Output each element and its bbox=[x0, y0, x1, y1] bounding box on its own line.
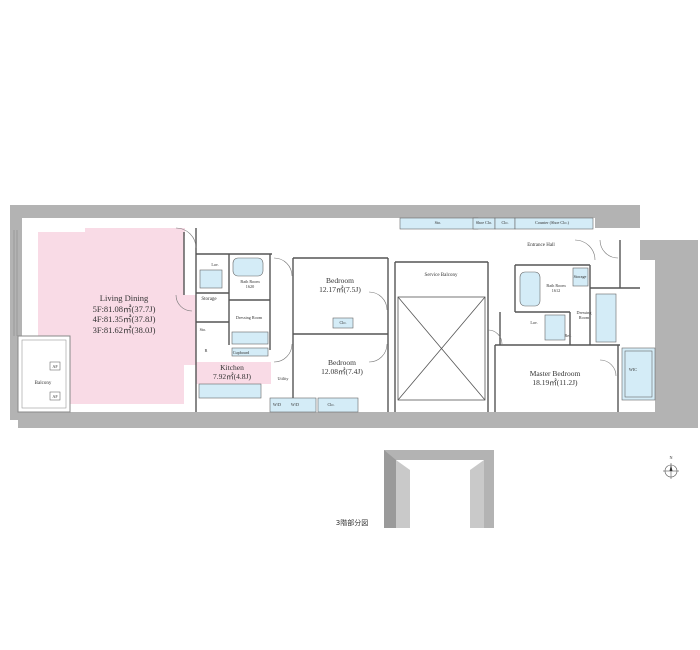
shoe-row-sto-label: Sto. bbox=[434, 220, 442, 225]
shoe-closet-row bbox=[399, 217, 594, 230]
bedroom2-title: Bedroom bbox=[328, 358, 356, 367]
storage-right-label: Storage bbox=[573, 274, 587, 279]
door-swings bbox=[175, 227, 619, 377]
floor-3f-partial bbox=[384, 450, 494, 528]
wic-label: WIC bbox=[628, 367, 638, 372]
storage-left-label: Storage bbox=[201, 297, 217, 302]
cupboard-label: Cupboard bbox=[232, 350, 250, 355]
kitchen-label: Kitchen 7.92㎡(4.8J) bbox=[213, 363, 251, 382]
fridge-label: Ref. bbox=[564, 333, 572, 338]
lav-left-label: Lav. bbox=[211, 262, 219, 267]
balcony bbox=[17, 335, 71, 413]
balcony-label: Balcony bbox=[34, 381, 52, 386]
living-dining-title: Living Dining bbox=[99, 293, 149, 303]
wd-1-label: W/D bbox=[272, 402, 282, 407]
bedroom2-label: Bedroom 12.08㎡(7.4J) bbox=[321, 358, 363, 377]
interior-walls bbox=[183, 228, 640, 412]
master-bedroom-title: Master Bedroom bbox=[529, 369, 581, 378]
living-dining-area-5f: 5F:81.08㎡(37.7J) bbox=[92, 303, 156, 314]
fixtures bbox=[198, 257, 656, 413]
entrance-hall-label: Entrance Hall bbox=[527, 243, 555, 248]
bath-right-size: 1612 bbox=[551, 288, 561, 294]
bedroom1-label: Bedroom 12.17㎡(7.5J) bbox=[319, 276, 361, 295]
kitchen-area bbox=[196, 362, 271, 384]
clo-bed2-label: Clo. bbox=[327, 402, 335, 407]
bedroom1-title: Bedroom bbox=[326, 276, 354, 285]
compass-label: N bbox=[669, 455, 673, 460]
lav-right-label: Lav. bbox=[530, 320, 538, 325]
bath-left-title: Bath Room bbox=[240, 279, 260, 284]
bath-left-size: 1620 bbox=[245, 284, 255, 290]
kitchen-area-text: 7.92㎡(4.8J) bbox=[213, 372, 251, 382]
bedroom2-area: 12.08㎡(7.4J) bbox=[321, 367, 363, 377]
master-bedroom-area: 18.19㎡(11.2J) bbox=[532, 378, 578, 388]
shoe-row-counter-label: Counter (Shoe Clo.) bbox=[535, 220, 569, 225]
dressing-left-label: Dressing Room bbox=[235, 315, 263, 320]
af-1-label: AF bbox=[52, 364, 58, 369]
wd-2-label: W/D bbox=[290, 402, 300, 407]
service-balcony-label: Service Balcony bbox=[424, 273, 458, 278]
shoe-row-clo-label: Clo. bbox=[501, 220, 509, 225]
living-dining-area-4f: 4F:81.35㎡(37.8J) bbox=[92, 314, 156, 325]
compass-icon bbox=[663, 463, 679, 479]
r-mark-label: R bbox=[204, 348, 208, 353]
bath-right-title: Bath Room bbox=[546, 283, 566, 288]
utility-label: Utility bbox=[277, 376, 289, 381]
bath-right-label: Bath Room 1612 bbox=[546, 283, 565, 294]
shoe-row-shoe-clo-label: Shoe Clo. bbox=[475, 220, 493, 225]
caption-3f: 3階部分図 bbox=[335, 519, 369, 527]
kitchen-title: Kitchen bbox=[220, 363, 244, 372]
living-dining-label: Living Dining 5F:81.08㎡(37.7J) 4F:81.35㎡… bbox=[93, 293, 156, 336]
living-dining-area-3f: 3F:81.62㎡(38.0J) bbox=[92, 324, 156, 335]
sto-small-label: Sto. bbox=[199, 327, 207, 332]
dressing-right-label: Dressing Room bbox=[576, 310, 592, 321]
master-bedroom-label: Master Bedroom 18.19㎡(11.2J) bbox=[530, 369, 581, 388]
service-balcony-void bbox=[397, 296, 486, 401]
af-2-label: AF bbox=[52, 394, 58, 399]
bath-left-label: Bath Room 1620 bbox=[240, 279, 259, 290]
clo-bed1-label: Clo. bbox=[339, 320, 347, 325]
bedroom1-area: 12.17㎡(7.5J) bbox=[319, 285, 361, 295]
